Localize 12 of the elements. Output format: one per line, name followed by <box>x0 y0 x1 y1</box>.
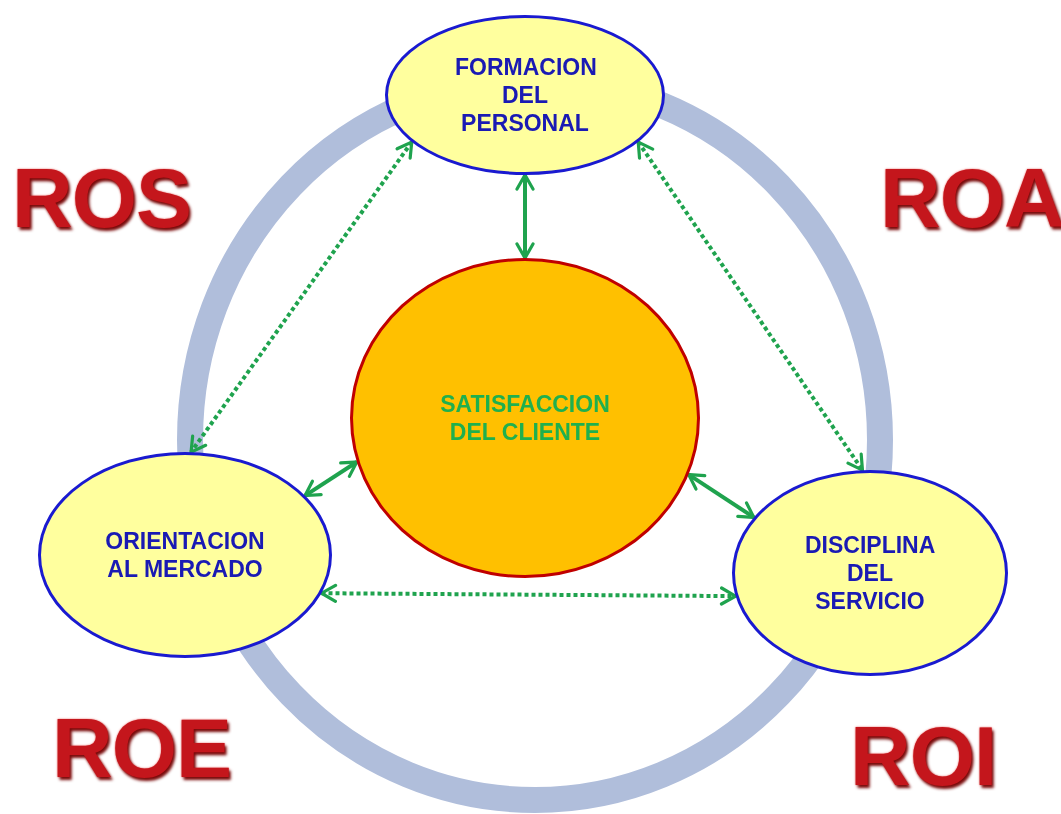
ratio-label: ROI <box>850 708 997 805</box>
node-label: ORIENTACION AL MERCADO <box>104 527 266 583</box>
ratio-label: ROS <box>12 150 192 247</box>
node-label: FORMACION DEL PERSONAL <box>455 53 595 137</box>
node-label: SATISFACCION DEL CLIENTE <box>439 390 611 446</box>
node-label: DISCIPLINA DEL SERVICIO <box>805 531 935 615</box>
double-arrow <box>189 140 414 454</box>
ratio-label: ROE <box>52 700 232 797</box>
double-arrow <box>687 472 756 520</box>
double-arrow <box>303 460 359 498</box>
double-arrow <box>636 140 865 472</box>
double-arrow <box>515 173 535 260</box>
